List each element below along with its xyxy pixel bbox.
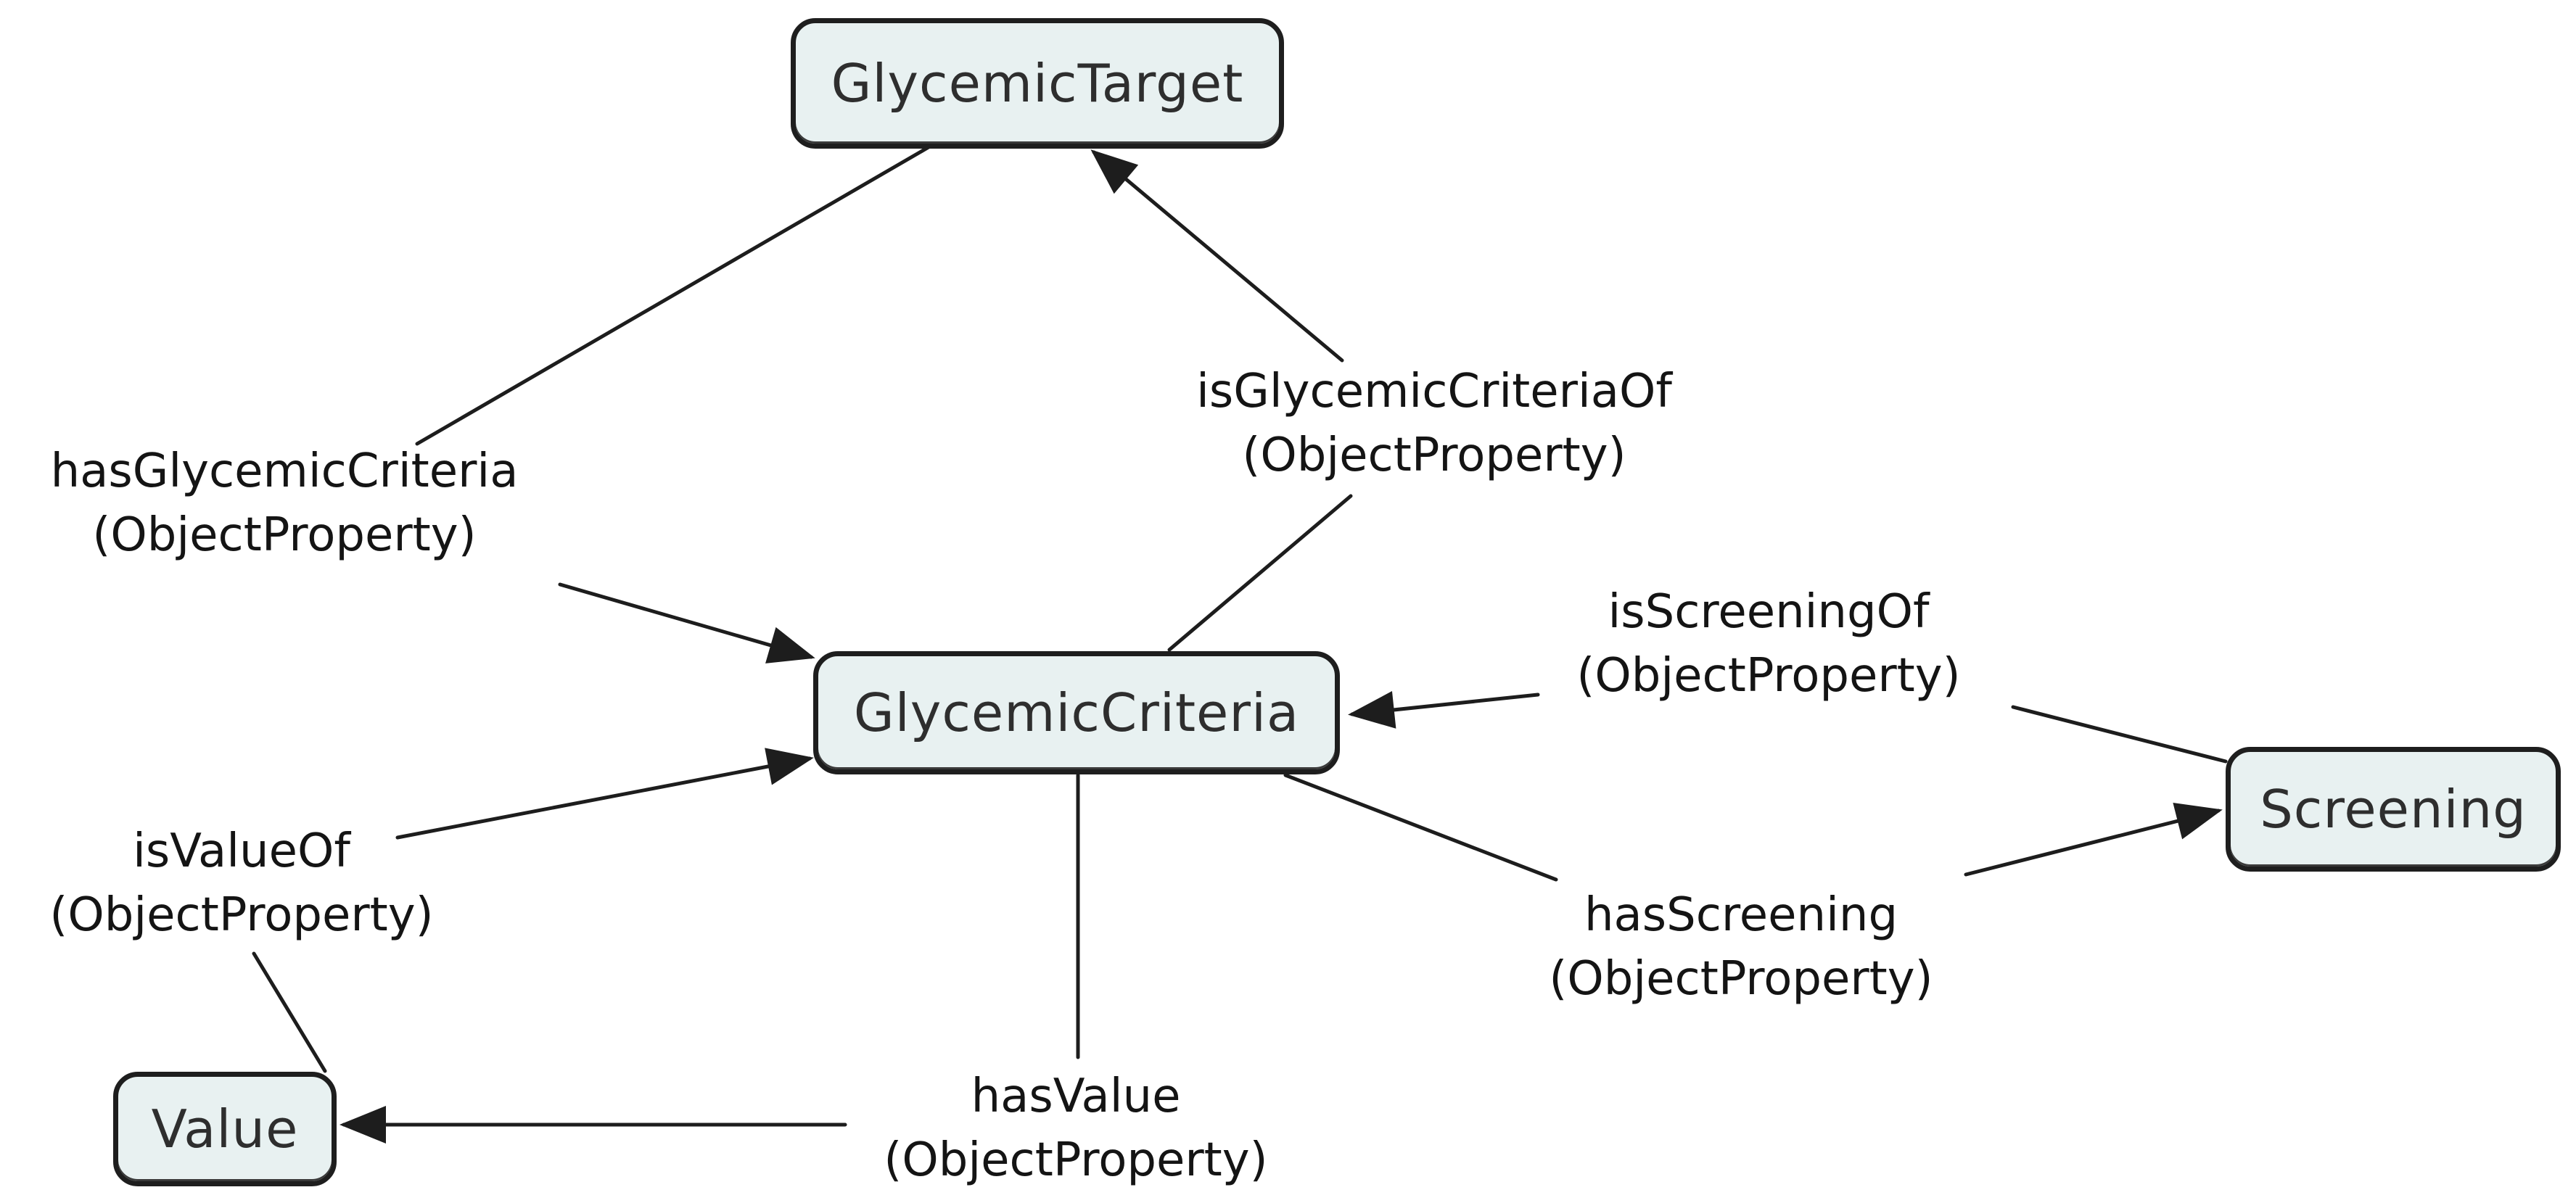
node-value-label: Value	[151, 1099, 299, 1159]
edge-is-glycemic-criteria-of-seg2	[1167, 494, 1353, 652]
node-glycemic-criteria[interactable]: GlycemicCriteria	[813, 651, 1340, 774]
node-screening-label: Screening	[2260, 779, 2527, 840]
edge-label-name: isValueOf	[133, 824, 350, 878]
edge-has-glycemic-criteria-seg2	[558, 582, 815, 663]
node-glycemic-target[interactable]: GlycemicTarget	[791, 18, 1284, 149]
edge-label-has-glycemic-criteria: hasGlycemicCriteria (ObjectProperty)	[51, 439, 519, 567]
edge-label-is-glycemic-criteria-of: isGlycemicCriteriaOf (ObjectProperty)	[1196, 360, 1672, 487]
edge-is-screening-of-seg2	[2011, 705, 2228, 764]
node-value[interactable]: Value	[113, 1072, 337, 1186]
edge-label-kind: (ObjectProperty)	[1576, 649, 1961, 703]
edge-label-name: isScreeningOf	[1608, 585, 1930, 639]
edge-label-is-screening-of: isScreeningOf (ObjectProperty)	[1576, 580, 1960, 708]
edge-label-kind: (ObjectProperty)	[1242, 429, 1626, 482]
edge-is-glycemic-criteria-of-seg1	[1090, 149, 1344, 363]
node-glycemic-target-label: GlycemicTarget	[831, 53, 1244, 114]
edge-label-name: isGlycemicCriteriaOf	[1196, 365, 1672, 418]
edge-is-value-of-seg1	[395, 748, 814, 840]
edge-label-name: hasScreening	[1584, 888, 1898, 942]
node-glycemic-criteria-label: GlycemicCriteria	[853, 682, 1300, 743]
edge-label-has-screening: hasScreening (ObjectProperty)	[1549, 883, 1933, 1011]
edge-label-name: hasGlycemicCriteria	[50, 445, 519, 498]
edge-label-kind: (ObjectProperty)	[92, 508, 477, 562]
edge-has-glycemic-criteria-seg1	[415, 145, 931, 446]
edge-label-name: hasValue	[971, 1070, 1181, 1123]
edge-is-value-of-seg2	[252, 951, 327, 1073]
edge-label-kind: (ObjectProperty)	[884, 1133, 1268, 1187]
edge-has-screening-seg1	[1283, 773, 1558, 882]
edge-label-is-value-of: isValueOf (ObjectProperty)	[49, 819, 433, 947]
edge-label-kind: (ObjectProperty)	[49, 888, 434, 942]
edge-is-screening-of-seg1	[1348, 691, 1540, 729]
node-screening[interactable]: Screening	[2226, 747, 2561, 872]
edge-label-has-value: hasValue (ObjectProperty)	[884, 1064, 1267, 1192]
edge-has-screening-seg2	[1964, 803, 2223, 877]
edge-label-kind: (ObjectProperty)	[1549, 952, 1933, 1006]
